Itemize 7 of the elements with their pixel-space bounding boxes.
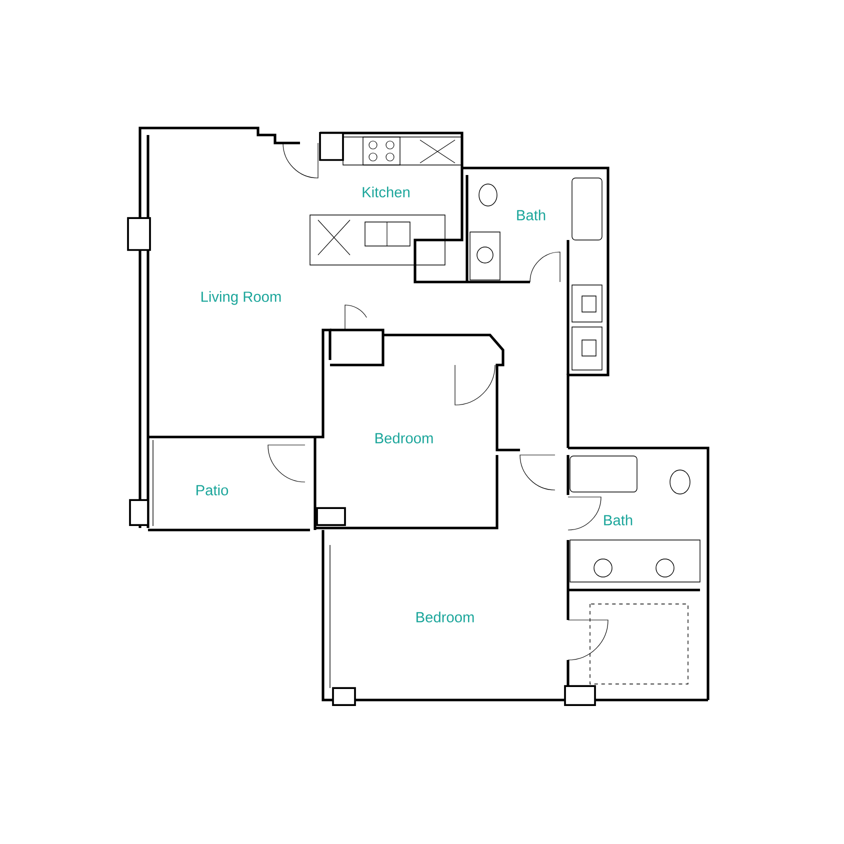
room-label: Living Room [202,291,281,305]
room-label: Kitchen [362,186,410,198]
room-label: Patio [196,484,228,496]
room-label: Bath [517,210,546,220]
room-label: Bath [604,514,632,526]
room-label: Bedroom [376,432,433,444]
room-label: Bedroom [416,612,474,622]
